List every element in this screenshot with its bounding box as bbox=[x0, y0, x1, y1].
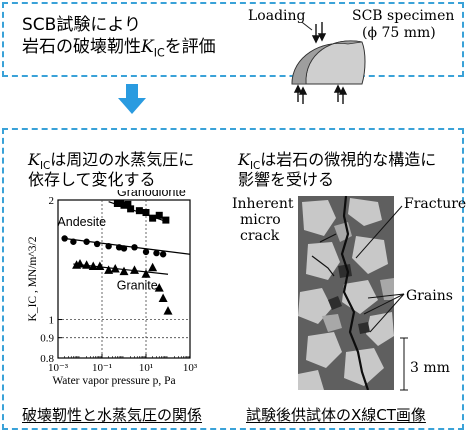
bottom-panel bbox=[2, 128, 464, 430]
data-point-triangle bbox=[158, 293, 168, 302]
data-point-triangle bbox=[148, 262, 158, 272]
data-point-triangle bbox=[110, 264, 120, 273]
data-point-square bbox=[149, 214, 157, 222]
x-tick-label: 10¹ bbox=[139, 362, 153, 374]
right-caption: 試験後供試体のX線CT画像 bbox=[246, 406, 426, 424]
data-point-circle bbox=[131, 244, 138, 251]
right-heading-line2: 影響を受ける bbox=[238, 170, 335, 189]
series-label: Granodiorite bbox=[117, 190, 186, 199]
data-point-circle bbox=[142, 248, 150, 256]
label-scale: 3 mm bbox=[410, 360, 450, 376]
label-fracture: Fracture bbox=[404, 196, 467, 212]
data-point-circle bbox=[105, 242, 112, 250]
top-title-line2: 岩石の破壊靭性KICを評価 bbox=[22, 37, 216, 60]
data-point-square bbox=[142, 209, 150, 217]
label-inherent-line2: micro bbox=[240, 212, 281, 228]
y-tick-label: 0.9 bbox=[40, 333, 54, 345]
data-point-circle bbox=[61, 235, 68, 242]
loading-label: Loading bbox=[248, 8, 306, 24]
data-point-triangle bbox=[104, 265, 114, 274]
data-point-triangle bbox=[129, 265, 139, 274]
left-heading-line1: KICは周辺の水蒸気圧に bbox=[28, 150, 195, 173]
x-tick-label: 10⁻³ bbox=[48, 362, 69, 374]
series-label: Granite bbox=[117, 279, 158, 293]
scb-specimen-illustration bbox=[291, 22, 366, 104]
top-title-line1: SCB試験により bbox=[22, 15, 141, 35]
data-point-triangle bbox=[163, 306, 173, 315]
data-point-square bbox=[127, 205, 135, 213]
x-tick-label: 10³ bbox=[183, 362, 198, 374]
data-point-circle bbox=[159, 251, 167, 258]
data-point-triangle bbox=[88, 261, 98, 271]
specimen-label: SCB specimen bbox=[352, 8, 455, 24]
data-point-triangle bbox=[119, 266, 129, 276]
data-point-triangle bbox=[141, 269, 151, 278]
y-tick-label: 0.8 bbox=[40, 353, 54, 365]
data-point-circle bbox=[83, 238, 90, 245]
left-caption: 破壊靭性と水蒸気圧の関係 bbox=[22, 406, 203, 424]
x-axis-label: Water vapor pressure p, Pa bbox=[52, 375, 175, 387]
y-axis-label: K_IC , MN/m^3/2 bbox=[27, 236, 39, 321]
data-point-triangle bbox=[82, 260, 92, 269]
y-tick-label: 2 bbox=[49, 195, 55, 207]
data-point-square bbox=[162, 216, 170, 224]
data-point-circle bbox=[93, 240, 101, 248]
data-point-circle bbox=[70, 238, 77, 245]
data-point-triangle bbox=[154, 283, 164, 292]
data-point-triangle bbox=[75, 258, 85, 268]
specimen-size-label: (ϕ 75 mm) bbox=[362, 25, 436, 41]
label-inherent-line3: crack bbox=[240, 228, 280, 244]
data-point-circle bbox=[120, 245, 128, 252]
right-heading-line1: KICは岩石の微視的な構造に bbox=[238, 150, 437, 173]
plot-frame bbox=[57, 199, 191, 359]
label-inherent-line1: Inherent bbox=[232, 196, 294, 212]
data-point-square bbox=[155, 211, 163, 219]
x-tick-label: 10⁻¹ bbox=[92, 362, 112, 374]
ct-scan-image bbox=[298, 196, 394, 390]
down-arrow-icon bbox=[118, 84, 146, 114]
data-point-triangle bbox=[95, 261, 105, 271]
left-heading-line2: 依存して変化する bbox=[28, 170, 156, 189]
data-point-square bbox=[120, 201, 128, 209]
ct-annotation-lines bbox=[319, 205, 408, 391]
y-tick-label: 1 bbox=[49, 315, 55, 327]
data-point-circle bbox=[115, 244, 123, 251]
data-point-square bbox=[135, 207, 143, 215]
data-point-square bbox=[124, 200, 132, 208]
data-point-circle bbox=[153, 249, 160, 257]
label-grains: Grains bbox=[406, 288, 453, 304]
top-panel bbox=[2, 2, 464, 77]
series-label: Andesite bbox=[57, 215, 106, 229]
